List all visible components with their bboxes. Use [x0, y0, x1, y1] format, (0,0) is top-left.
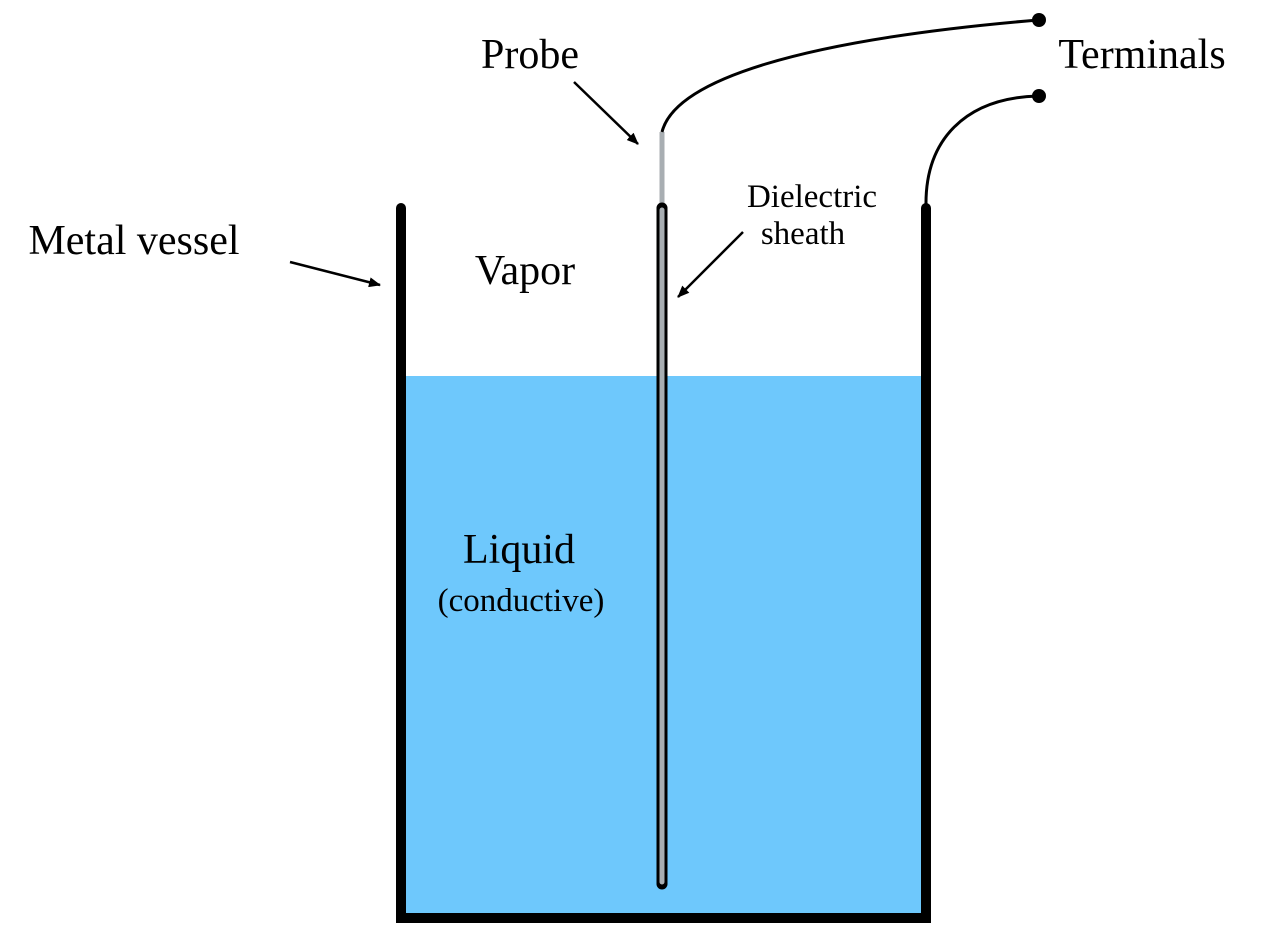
metal-vessel — [396, 203, 931, 923]
vapor-label: Vapor — [475, 248, 575, 294]
liquid-label: Liquid — [463, 527, 575, 573]
probe-wire — [660, 18, 1039, 133]
dielectric-label-line2: sheath — [761, 216, 846, 252]
terminal-lower-dot — [1032, 89, 1046, 103]
dielectric-label-line1: Dielectric — [747, 179, 877, 215]
metal-vessel-label: Metal vessel — [28, 218, 239, 264]
probe-arrow — [573, 81, 639, 145]
vessel-wire — [924, 94, 1039, 207]
probe-label: Probe — [481, 32, 579, 78]
sheath-arrow — [677, 231, 744, 298]
vessel-arrow — [289, 260, 381, 288]
liquid-note-label: (conductive) — [438, 583, 605, 619]
terminal-upper-dot — [1032, 13, 1046, 27]
terminals-label: Terminals — [1058, 32, 1225, 78]
